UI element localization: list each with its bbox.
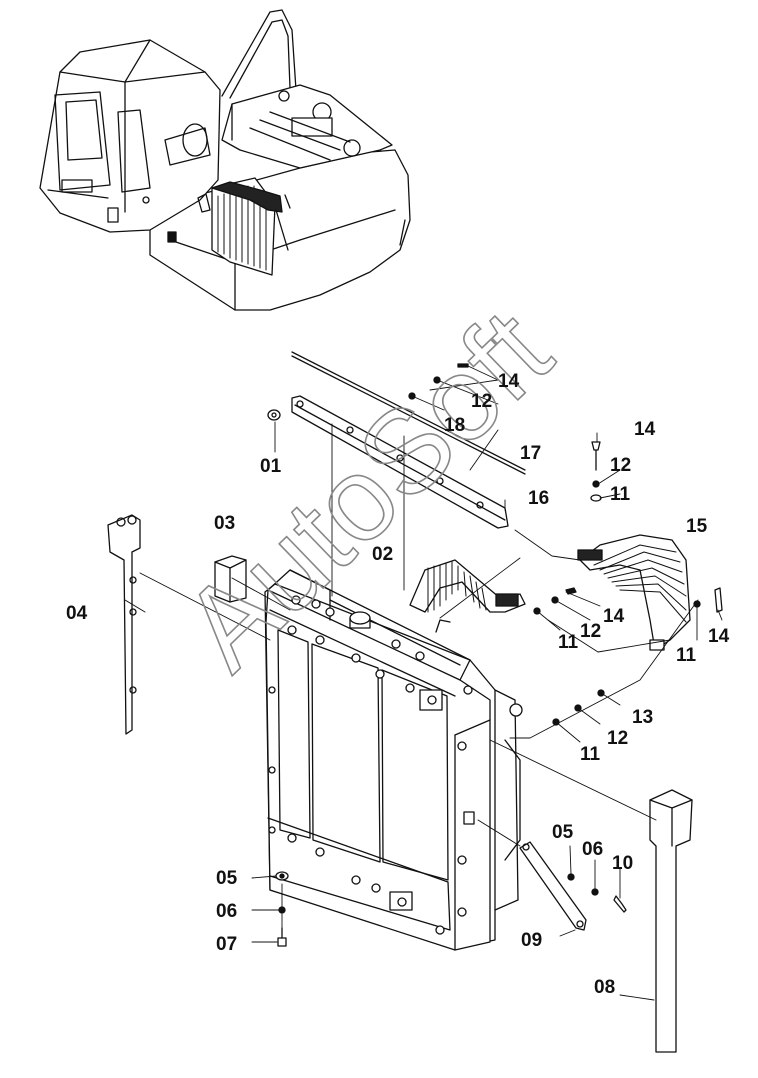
callout-04: 04 [66, 603, 88, 624]
part-01-nut [267, 409, 281, 421]
callout-03: 03 [214, 513, 235, 534]
callout-12: 12 [610, 455, 631, 476]
callout-12: 12 [471, 391, 492, 412]
callout-14: 14 [603, 606, 625, 627]
callout-16: 16 [528, 488, 549, 509]
part-04-plate [107, 514, 141, 735]
callout-11: 11 [558, 632, 579, 653]
callout-11: 11 [610, 484, 631, 505]
callout-07: 07 [216, 934, 237, 955]
callout-17: 17 [520, 443, 541, 464]
callout-08: 08 [594, 977, 615, 998]
part-09-stay [519, 841, 587, 931]
callout-13: 13 [632, 707, 653, 728]
callout-01: 01 [260, 456, 282, 477]
part-03-block [214, 555, 247, 603]
callout-06: 06 [582, 839, 603, 860]
part-16-top-bar [291, 351, 526, 529]
radiator-assembly [264, 569, 523, 951]
callout-14: 14 [498, 371, 520, 392]
callout-09: 09 [521, 930, 542, 951]
callout-15: 15 [686, 516, 708, 537]
callout-12: 12 [580, 621, 601, 642]
leader-lines [124, 365, 723, 1001]
callout-02: 02 [372, 544, 393, 565]
callout-10: 10 [612, 853, 633, 874]
callout-18: 18 [444, 415, 465, 436]
part-08-post [649, 789, 693, 1053]
callout-12: 12 [607, 728, 628, 749]
hardware-bolts [275, 363, 723, 947]
part-02-shroud [409, 559, 526, 633]
callout-06: 06 [216, 901, 237, 922]
callout-11: 11 [676, 645, 697, 666]
callout-11: 11 [580, 744, 601, 765]
callout-05: 05 [552, 822, 574, 843]
callout-05: 05 [216, 868, 238, 889]
callouts: 01 02 03 04 05 05 06 06 07 08 09 10 11 1… [66, 371, 730, 998]
callout-14: 14 [708, 626, 730, 647]
callout-14: 14 [634, 419, 656, 440]
excavator-overview [39, 9, 411, 311]
